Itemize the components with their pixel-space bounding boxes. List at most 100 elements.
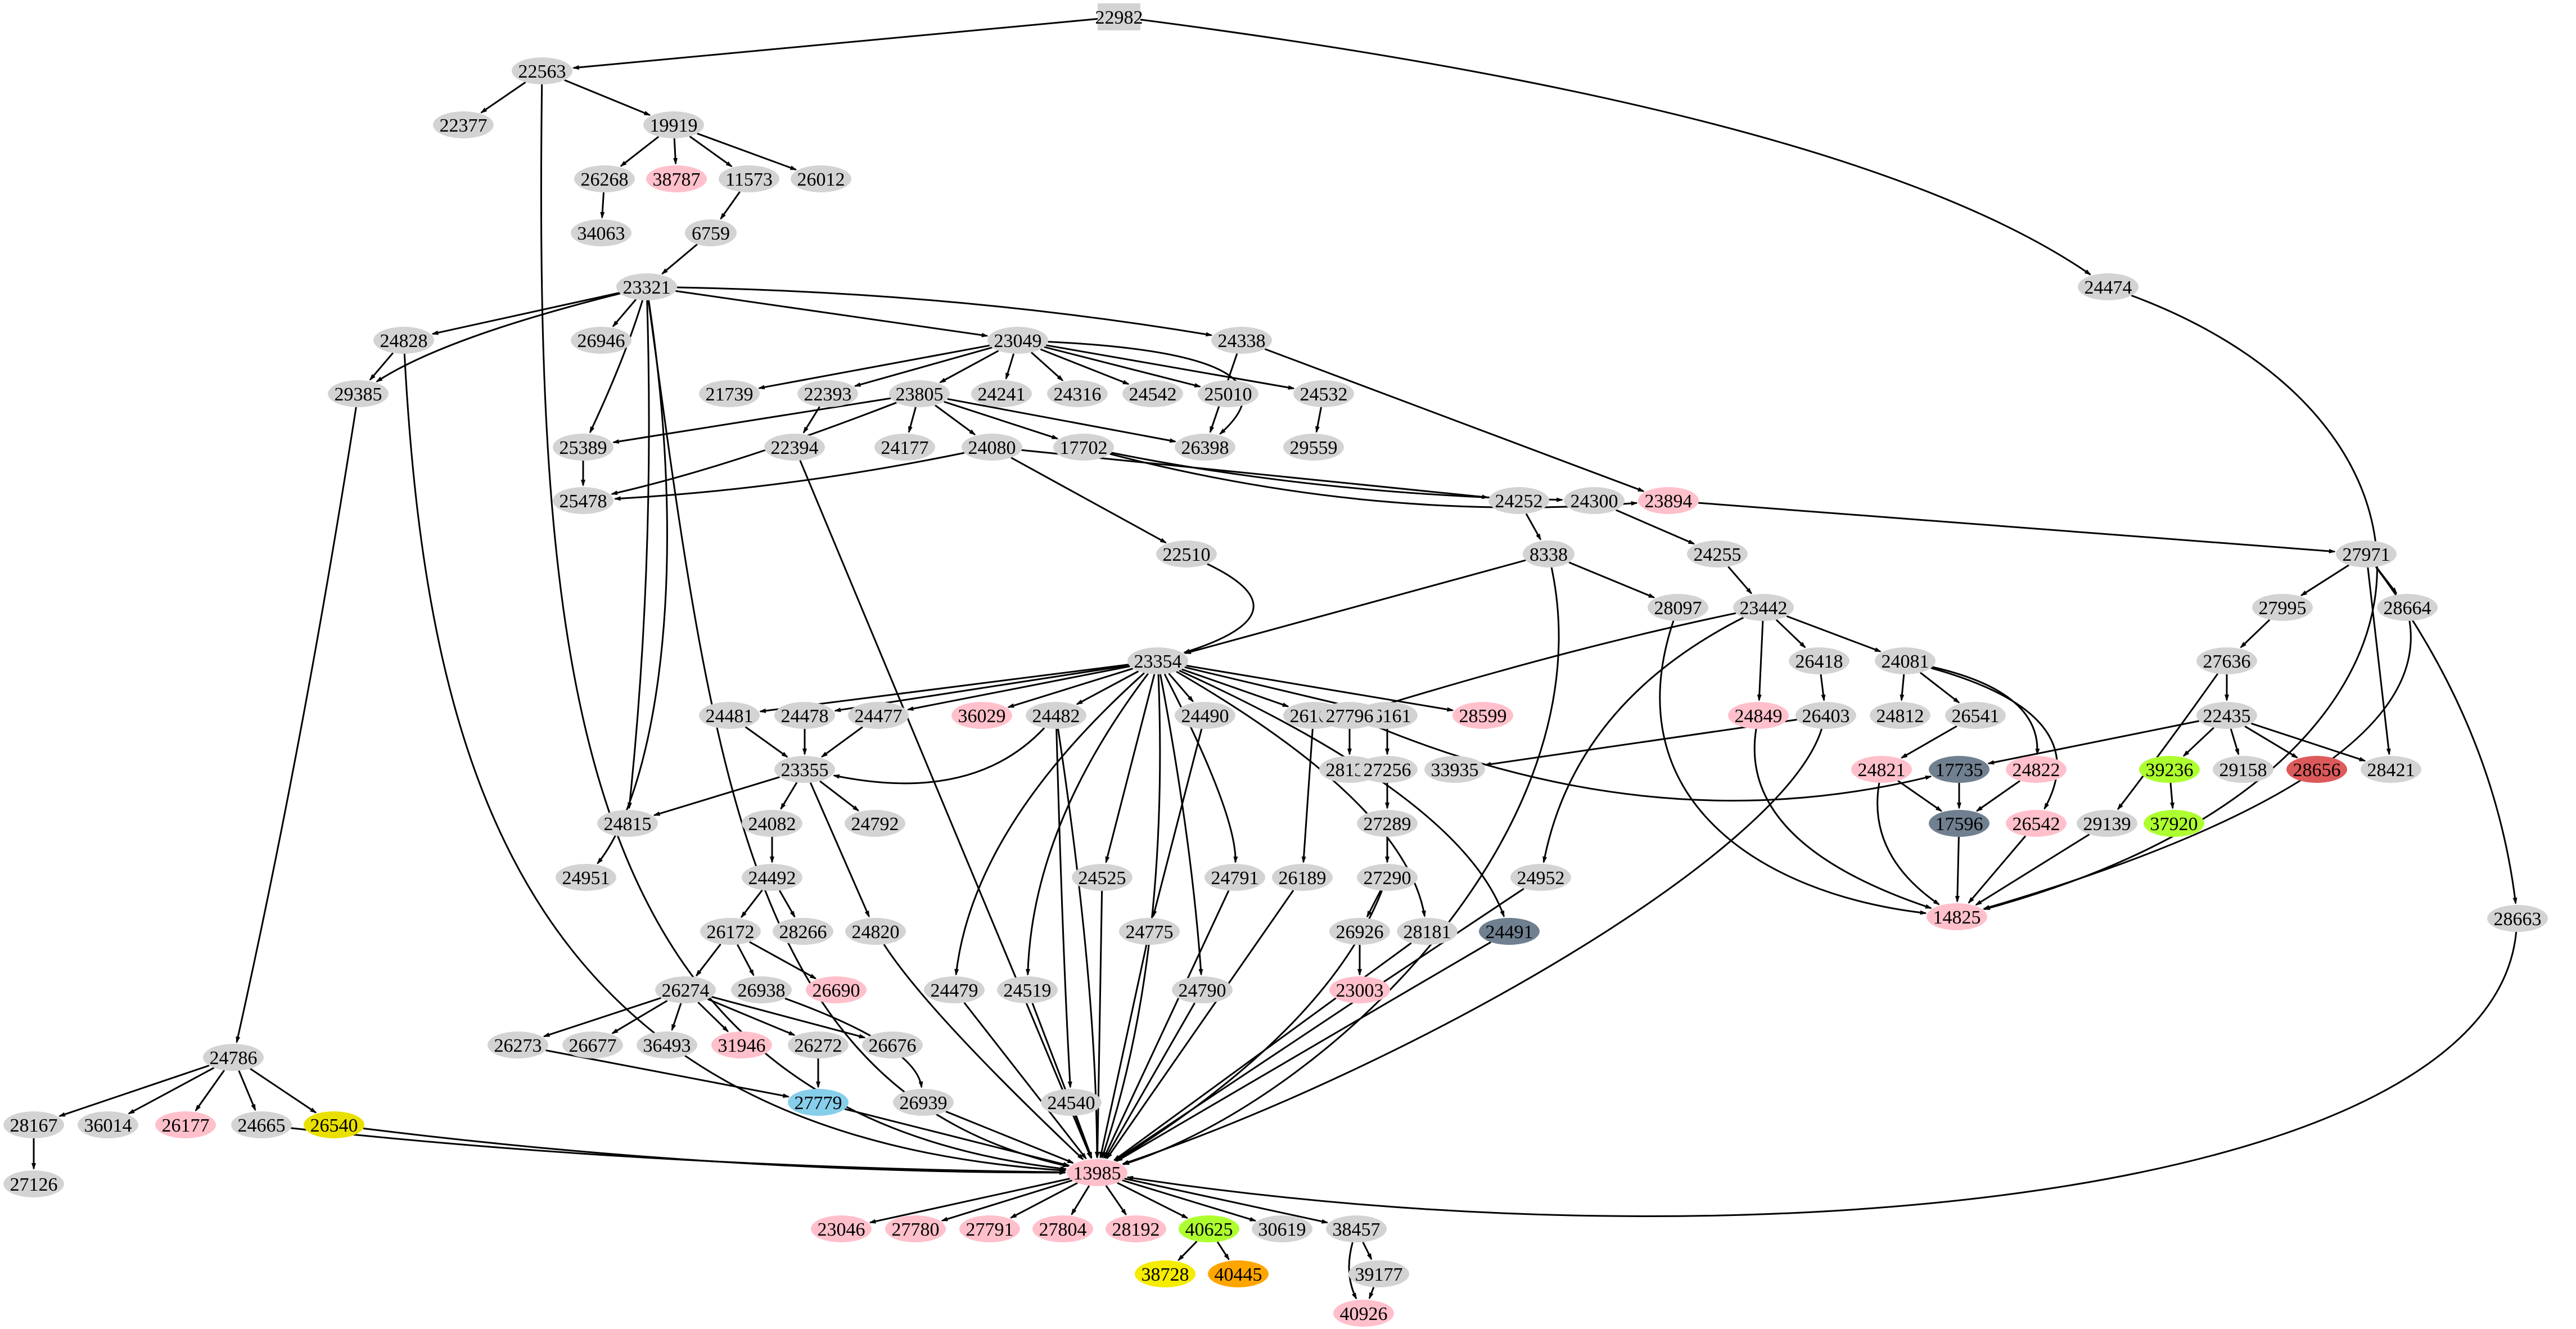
node-ellipse-19919 (643, 111, 704, 138)
node-33935: 33935 (1424, 756, 1485, 783)
edge-22982-24474 (1140, 19, 2091, 276)
edge-24786-26540 (249, 1067, 317, 1114)
edge-23049-24241 (1005, 353, 1015, 380)
node-24316: 24316 (1047, 380, 1108, 407)
node-ellipse-26274 (655, 976, 716, 1003)
node-27636: 27636 (2196, 647, 2257, 674)
edge-19919-26012 (697, 132, 797, 171)
node-29385: 29385 (328, 380, 389, 407)
node-ellipse-40926 (1333, 1300, 1394, 1327)
edge-13985-40625 (1117, 1182, 1189, 1219)
node-ellipse-40625 (1179, 1215, 1239, 1242)
node-28663: 28663 (2487, 905, 2548, 932)
node-26540: 26540 (304, 1111, 364, 1138)
edge-22435-29158 (2230, 728, 2240, 756)
node-24474: 24474 (2078, 273, 2139, 300)
node-24821: 24821 (1851, 756, 1912, 783)
node-ellipse-25478 (553, 487, 613, 514)
node-27780: 27780 (885, 1215, 946, 1242)
node-ellipse-25389 (553, 434, 613, 461)
node-26690: 26690 (806, 976, 867, 1003)
node-ellipse-13985 (1067, 1159, 1127, 1186)
edge-26403-13985 (1122, 728, 1823, 1165)
edge-23049-24542 (1040, 348, 1130, 385)
edge-23049-22393 (854, 346, 992, 387)
edge-23321-29385 (376, 292, 621, 382)
edge-26274-36493 (671, 1003, 682, 1031)
edge-40625-38728 (1178, 1240, 1198, 1262)
edge-23442-24081 (1786, 615, 1882, 652)
edge-26541-24821 (1900, 725, 1957, 759)
node-ellipse-24815 (597, 810, 658, 837)
node-ellipse-24478 (774, 702, 835, 729)
edge-13985-23046 (869, 1178, 1070, 1224)
edge-23805-17702 (944, 400, 1059, 440)
edge-17702-23894 (1109, 453, 1638, 508)
node-24490: 24490 (1175, 702, 1235, 729)
node-26542: 26542 (2006, 810, 2067, 837)
node-ellipse-40445 (1208, 1260, 1269, 1287)
edge-6759-23321 (661, 244, 698, 275)
edge-27796-17735 (1371, 724, 1932, 802)
node-ellipse-24481 (699, 702, 760, 729)
edge-23049-23805 (939, 350, 999, 384)
node-36014: 36014 (78, 1111, 138, 1138)
edge-19919-26268 (620, 136, 660, 167)
node-22563: 22563 (512, 57, 572, 84)
node-ellipse-11573 (719, 165, 779, 192)
node-ellipse-24080 (962, 434, 1022, 461)
node-24177: 24177 (874, 434, 935, 461)
node-ellipse-23049 (987, 327, 1048, 354)
edge-24790-13985 (1104, 1002, 1195, 1159)
node-ellipse-26012 (791, 165, 851, 192)
node-ellipse-29158 (2213, 756, 2273, 783)
node-ellipse-27791 (959, 1215, 1020, 1242)
edge-layer (31, 18, 2518, 1300)
edge-23321-25389 (589, 300, 644, 434)
edge-23321-24815 (627, 300, 650, 809)
node-27256: 27256 (1357, 756, 1418, 783)
node-27289: 27289 (1357, 810, 1418, 837)
node-26172: 26172 (700, 918, 761, 945)
node-ellipse-17735 (1929, 756, 1989, 783)
edge-23355-24820 (809, 782, 870, 918)
node-34063: 34063 (571, 219, 631, 246)
node-24241: 24241 (971, 380, 1032, 407)
edge-26939-13985 (945, 1110, 1075, 1164)
edge-27779-13985 (844, 1108, 1071, 1166)
node-26272: 26272 (788, 1031, 849, 1058)
node-24812: 24812 (1870, 702, 1930, 729)
edge-27636-29139 (2117, 673, 2219, 810)
node-13985: 13985 (1067, 1159, 1127, 1186)
node-24082: 24082 (742, 810, 802, 837)
edge-23805-25389 (612, 397, 891, 444)
node-14825: 14825 (1927, 903, 1987, 930)
node-24532: 24532 (1293, 380, 1354, 407)
node-ellipse-26418 (1789, 647, 1849, 674)
node-28266: 28266 (773, 918, 833, 945)
node-17702: 17702 (1053, 434, 1114, 461)
node-25010: 25010 (1198, 380, 1258, 407)
node-26939: 26939 (893, 1089, 954, 1116)
node-ellipse-39236 (2139, 756, 2200, 783)
edge-23354-13985 (1101, 674, 1161, 1159)
node-ellipse-28664 (2377, 594, 2438, 621)
node-26274: 26274 (655, 976, 716, 1003)
edge-27971-28421 (2367, 567, 2391, 756)
edge-29385-24786 (236, 407, 357, 1044)
edge-26274-26676 (711, 995, 866, 1039)
edge-26172-26938 (737, 944, 755, 976)
node-ellipse-24492 (742, 864, 802, 891)
node-ellipse-31946 (711, 1031, 772, 1058)
node-26189: 26189 (1272, 864, 1333, 891)
node-28664: 28664 (2377, 594, 2438, 621)
edge-24481-23355 (745, 726, 788, 758)
node-ellipse-24665 (231, 1111, 292, 1138)
node-24479: 24479 (924, 976, 985, 1003)
edge-26160-26189 (1301, 728, 1314, 863)
node-ellipse-26398 (1175, 434, 1235, 461)
edge-13985-27791 (1009, 1182, 1078, 1219)
node-ellipse-22377 (433, 111, 494, 138)
edge-23354-24790 (1160, 674, 1203, 976)
